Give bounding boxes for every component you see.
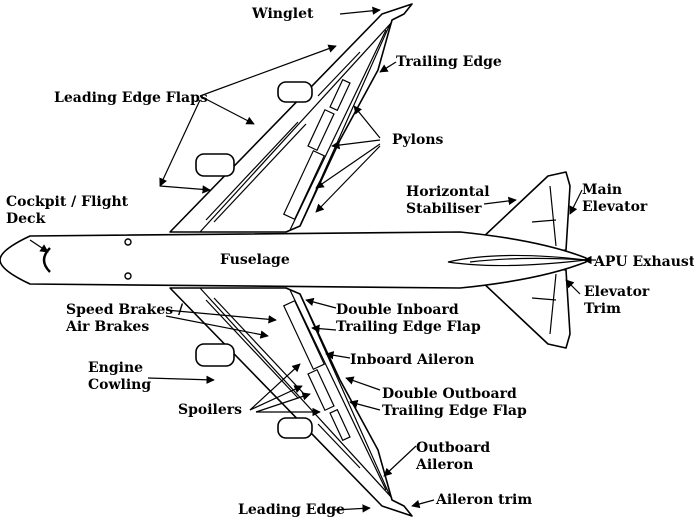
label-outboard-aileron: Outboard Aileron	[416, 440, 491, 473]
label-leading-edge: Leading Edge	[238, 502, 345, 518]
label-cockpit: Cockpit / Flight Deck	[6, 194, 129, 227]
label-pylons: Pylons	[392, 132, 444, 148]
label-double-inboard-flap: Double Inboard Trailing Edge Flap	[336, 302, 481, 335]
label-trailing-edge: Trailing Edge	[396, 54, 502, 70]
label-horizontal-stabiliser: Horizontal Stabiliser	[406, 184, 490, 217]
label-speed-brakes: Speed Brakes / Air Brakes	[66, 302, 184, 335]
label-apu-exhaust: APU Exhaust	[594, 254, 694, 270]
fuselage-body	[0, 231, 587, 289]
engine-nacelle	[195, 343, 235, 367]
engine-nacelle	[277, 417, 313, 439]
engine-nacelle	[277, 81, 313, 103]
label-winglet: Winglet	[252, 6, 314, 22]
label-main-elevator: Main Elevator	[582, 182, 648, 215]
label-spoilers: Spoilers	[178, 402, 243, 418]
label-leading-edge-flaps: Leading Edge Flaps	[54, 90, 208, 106]
label-engine-cowling: Engine Cowling	[88, 360, 152, 393]
label-aileron-trim: Aileron trim	[436, 492, 533, 508]
label-inboard-aileron: Inboard Aileron	[350, 352, 475, 368]
engine-nacelle	[195, 153, 235, 177]
label-double-outboard-flap: Double Outboard Trailing Edge Flap	[382, 386, 527, 419]
label-elevator-trim: Elevator Trim	[584, 284, 650, 317]
label-fuselage: Fuselage	[220, 252, 290, 268]
engine-group	[195, 81, 313, 439]
